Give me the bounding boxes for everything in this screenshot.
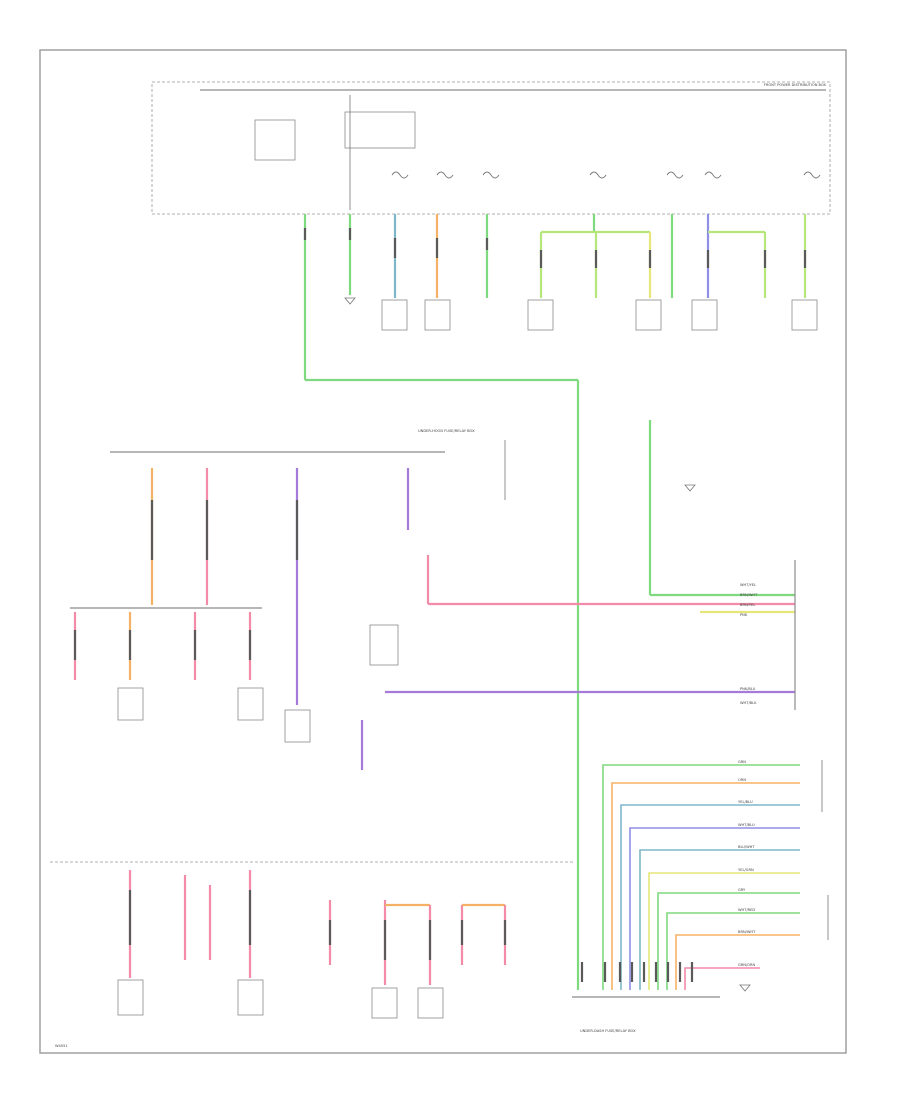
top-fuse-row: [391, 171, 821, 179]
top-components: [381, 299, 818, 331]
connector-marks: [73, 228, 807, 982]
bottom-right-bundle: [602, 764, 800, 990]
ground-symbols: [344, 297, 751, 992]
bottom-connector-label-3: YEL/BLU: [738, 800, 753, 804]
bottom-connector-label-6: YEL/GRN: [738, 868, 754, 872]
bottom-components: [117, 979, 444, 1019]
diagram-frame: [39, 49, 847, 1054]
bottom-connector-label-9: BRN/WHT: [738, 930, 756, 934]
bottom-connector-label-7: GRY: [738, 888, 746, 892]
mid-connector-label-6: WHT/BLK: [740, 701, 757, 705]
top-fuse-box: [151, 81, 831, 215]
bottom-connector-label-2: ORN: [738, 778, 746, 782]
mid-connector-label-1: WHT/YEL: [740, 583, 756, 587]
diagram-id: W4051: [55, 1044, 68, 1048]
bottom-connector-label-1: GRN: [738, 760, 746, 764]
bottom-connector-label-8: WHT/RED: [738, 908, 755, 912]
bottom-connector-label-5: BLU/WHT: [738, 845, 755, 849]
mid-label: UNDER-HOOD FUSE/RELAY BOX: [418, 429, 475, 433]
bottom-connector-label-10: GRN/ORN: [738, 963, 756, 967]
mid-connector-label-2: BRN/WHT: [740, 593, 758, 597]
mid-connector-label-4: PNK: [740, 613, 748, 617]
bottom-label: UNDER-DASH FUSE/RELAY BOX: [580, 1029, 636, 1033]
relay-coil: [254, 119, 296, 161]
mid-wires: [73, 420, 795, 705]
bottom-connector-label-4: WHT/BLU: [738, 823, 755, 827]
mid-connector-label-3: BRN/YEL: [740, 603, 755, 607]
relay-switch: [344, 111, 416, 149]
top-right-label: FRONT POWER DISTRIBUTION BOX: [764, 83, 827, 87]
mid-components: [117, 624, 399, 743]
bottom-wires: [128, 720, 507, 985]
mid-connector-label-5: PNK/BLU: [740, 687, 756, 691]
